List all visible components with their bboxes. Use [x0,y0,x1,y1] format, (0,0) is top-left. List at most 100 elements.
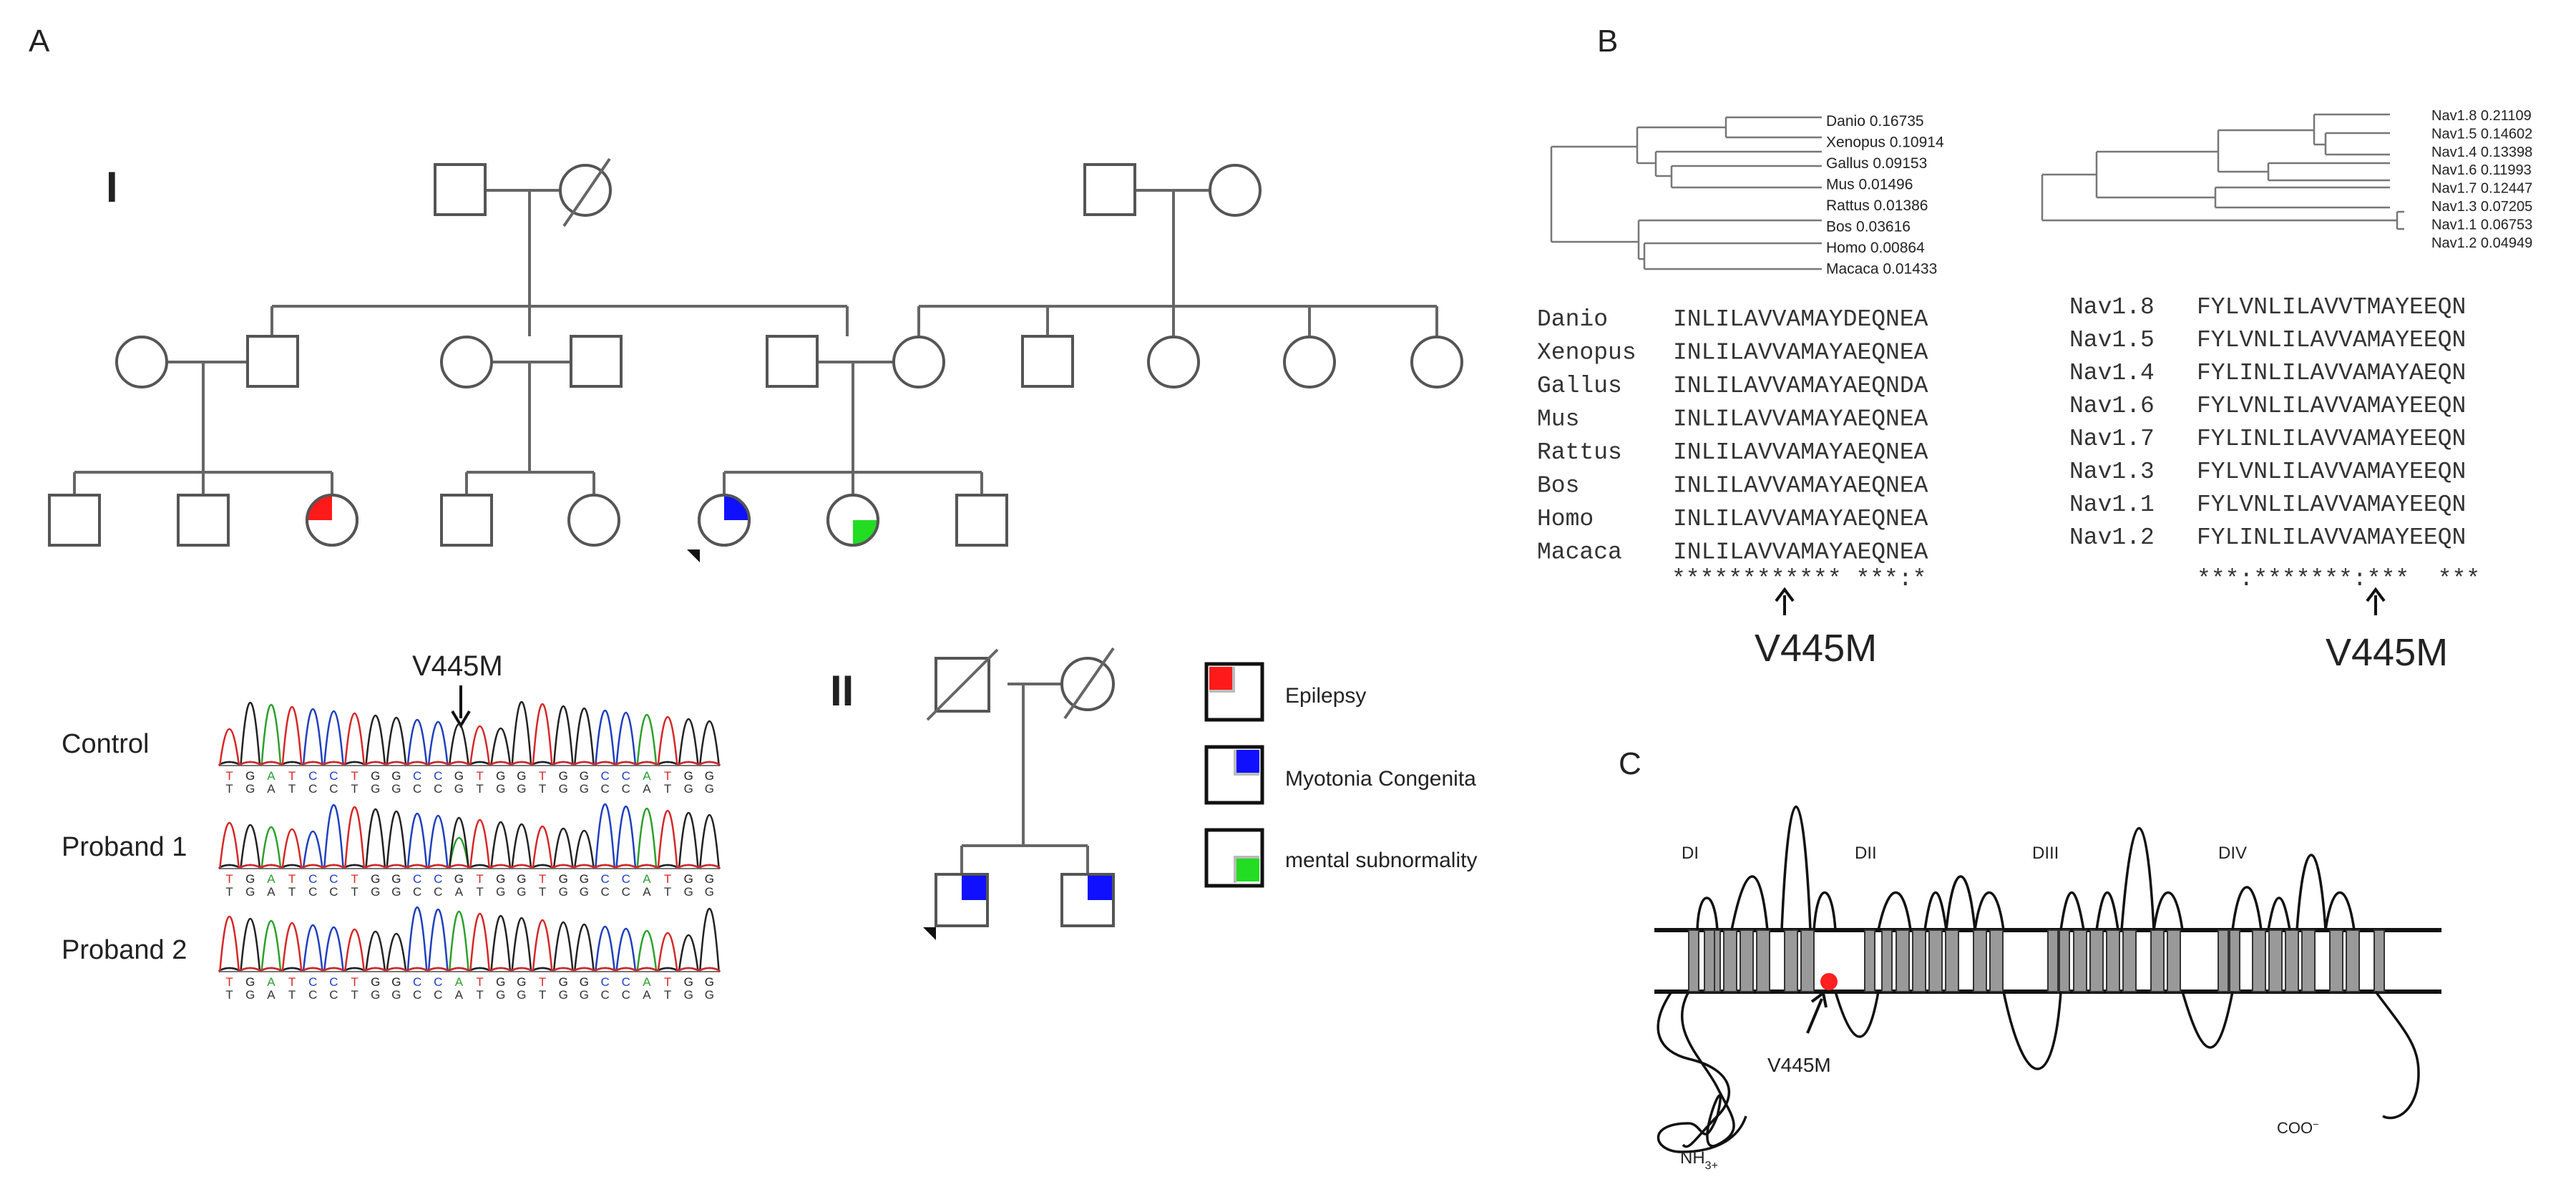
tree-leaf-label: Mus 0.01496 [1826,177,1913,193]
pedigree-female-epilepsy [306,494,358,547]
base-call: G [454,872,464,886]
transmembrane-segment [2089,929,2104,992]
chromatogram-trace-g [218,907,721,972]
base-call: G [454,769,464,783]
alignment-row-name: Nav1.1 [2069,492,2155,518]
base-call: C [434,988,442,1002]
transmembrane-segment [2106,929,2120,992]
base-call: G [371,988,380,1002]
alignment-row-name: Bos [1537,473,1579,499]
base-call: A [267,872,275,886]
transmembrane-segment [1740,929,1754,992]
base-call: G [245,769,255,783]
base-call: C [600,782,609,796]
base-call: G [245,988,255,1002]
transmembrane-segment [1912,929,1926,992]
base-call: C [622,988,630,1002]
legend-item-epilepsy: Epilepsy [1204,662,1366,722]
base-call: G [559,885,568,899]
chromatogram-trace-c [218,906,721,972]
base-call: C [600,988,609,1002]
transmembrane-segment [2346,929,2360,992]
pedigree-female [567,494,620,547]
base-call: T [539,975,546,989]
base-call: G [496,885,505,899]
base-call: C [308,769,317,783]
base-call: G [580,782,589,796]
base-call: G [559,975,568,989]
tree-leaf-label: Nav1.5 0.14602 [2431,126,2532,142]
base-call: T [539,872,546,886]
base-call: A [267,885,275,899]
chromatogram-trace-a [218,807,721,869]
alignment-row-name: Nav1.3 [2069,459,2155,485]
pedigree-female [892,336,945,389]
transmembrane-segment [2285,929,2299,992]
base-call: T [664,975,671,989]
base-call: T [225,975,233,989]
tree-leaf-label: Xenopus 0.10914 [1826,135,1944,151]
base-call: G [371,975,380,989]
base-call: T [225,885,233,899]
base-call: T [476,769,483,783]
base-call: C [622,885,630,899]
base-call: C [434,782,442,796]
base-call: A [643,988,651,1002]
alignment-row-name: Homo [1537,506,1594,532]
base-call: C [329,885,338,899]
base-call: T [664,782,671,796]
base-call: C [308,885,317,899]
base-call: A [643,975,651,989]
pedigree-male [570,335,623,388]
transmembrane-segment [2073,929,2087,992]
alignment-row-sequence: FYLINLILAVVAMAYAEQN [2197,360,2466,386]
tree-leaf-label: Bos 0.03616 [1826,219,1911,235]
base-call: G [684,885,693,899]
pedigree-male [766,335,819,388]
alignment-row-sequence: FYLVNLILAVVAMAYEEQN [2197,459,2466,485]
alignment-row-sequence: INLILAVVAMAYAEQNEA [1673,439,1928,466]
base-call: G [580,975,589,989]
alignment-row-name: Nav1.2 [2069,524,2155,551]
base-call: C [622,782,630,796]
chromatogram-trace-c [218,803,721,869]
base-call: G [705,885,714,899]
base-call: T [539,769,546,783]
base-call: C [329,975,338,989]
chromatogram-row-label: Control [62,729,150,759]
pedigree-female [1209,164,1262,217]
alignment-row-sequence: FYLVNLILAVVAMAYEEQN [2197,393,2466,419]
transmembrane-segment [2167,929,2181,992]
tree-leaf-label: Nav1.3 0.07205 [2431,199,2532,215]
domain-label: DI [1682,844,1699,863]
legend: Epilepsy Myotonia Congenita mental subno… [1204,662,1477,888]
alignment-row-name: Nav1.5 [2069,327,2155,353]
transmembrane-segment [1723,929,1737,992]
base-call: A [267,782,275,796]
base-call: A [267,769,275,783]
transmembrane-segment [2373,929,2385,992]
base-call: G [705,782,714,796]
pedigree-female-deceased [1060,647,1115,720]
base-call: T [288,769,296,783]
transmembrane-segment [1989,929,2004,992]
transmembrane-segment [1784,929,1798,992]
transmembrane-segment [2150,929,2165,992]
tree-leaf-label: Gallus 0.09153 [1826,155,1927,172]
base-call: G [580,769,589,783]
transmembrane-segment [1881,929,1893,992]
transmembrane-segment [1756,929,1770,992]
base-call: G [517,782,526,796]
base-call: T [476,872,483,886]
pedigree-male [177,494,230,547]
topology-variant-label: V445M [1767,1054,1831,1076]
base-call: C [308,872,317,886]
base-call: A [643,782,651,796]
legend-label-epilepsy: Epilepsy [1285,684,1366,708]
legend-label-mental: mental subnormality [1285,849,1477,872]
base-call: C [329,988,338,1002]
base-call: G [559,872,568,886]
base-call: C [434,975,442,989]
transmembrane-segments [1688,929,2385,992]
